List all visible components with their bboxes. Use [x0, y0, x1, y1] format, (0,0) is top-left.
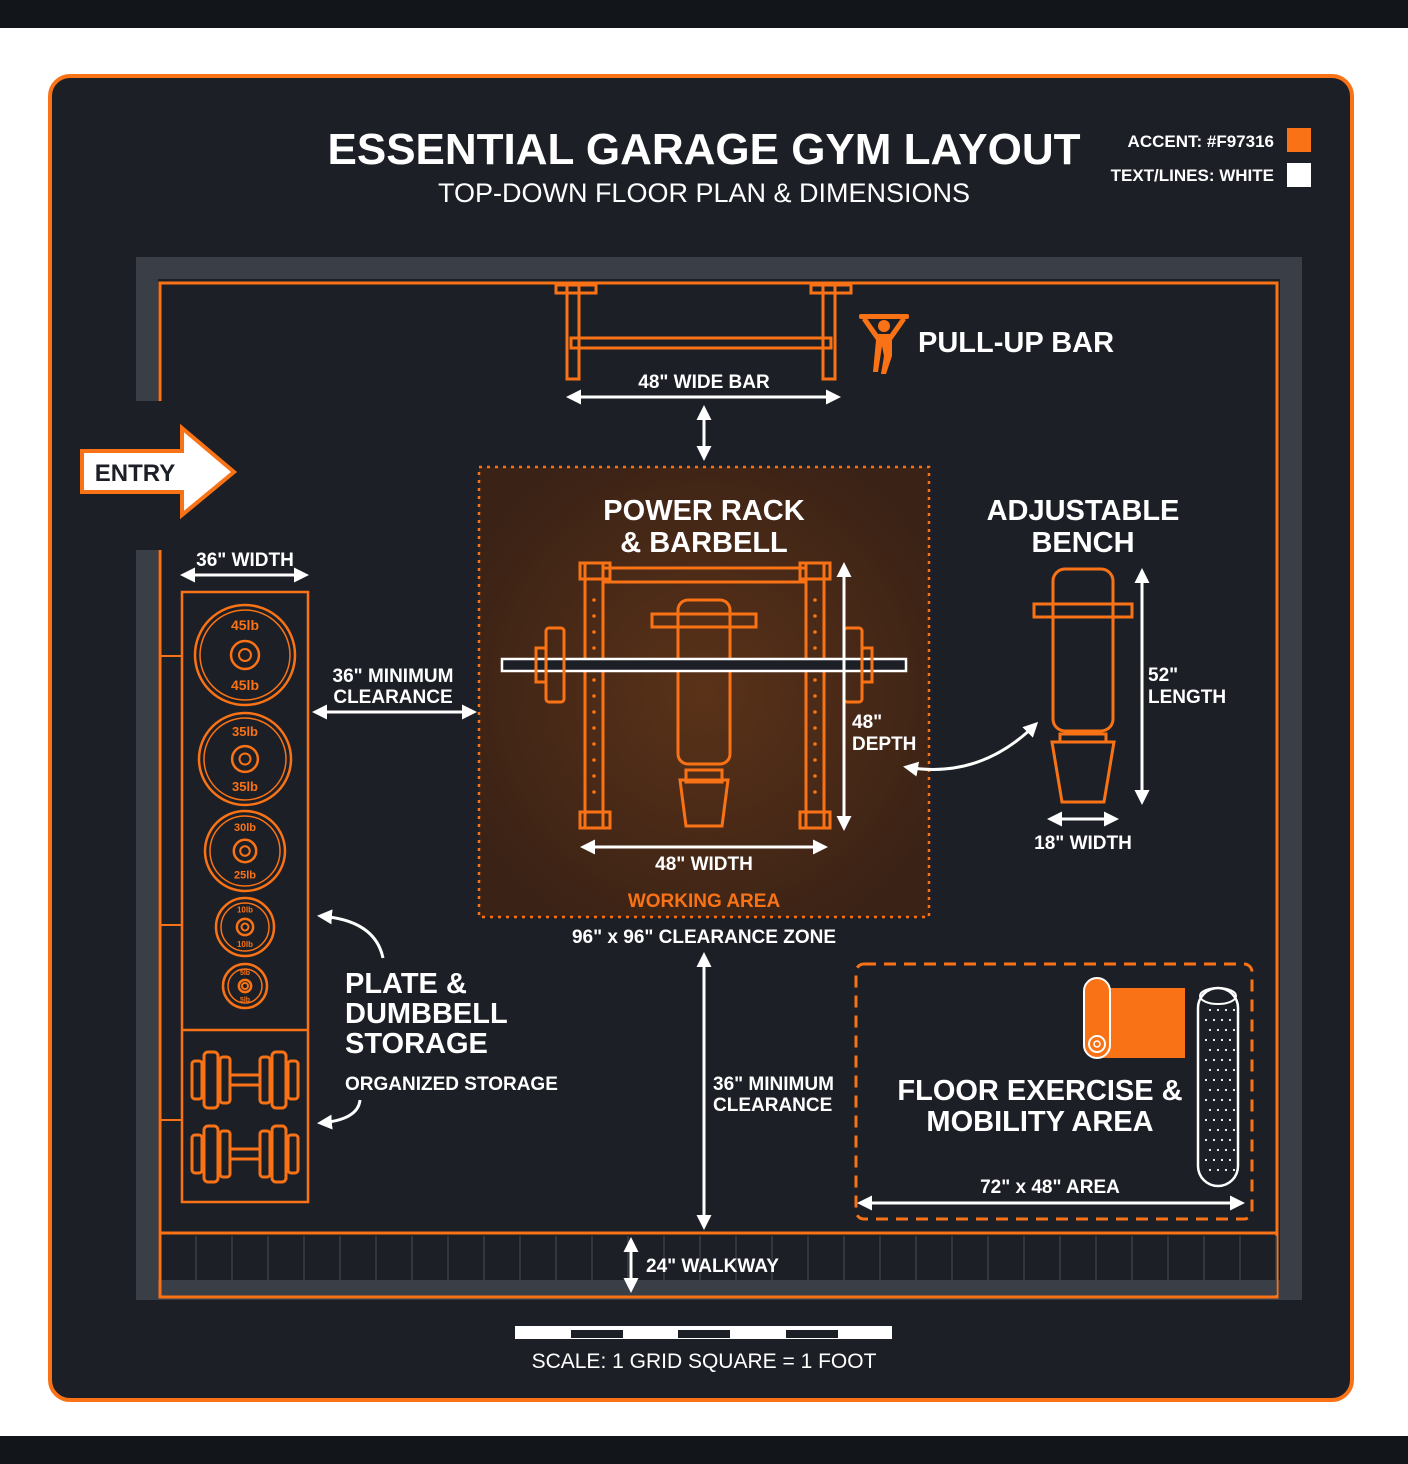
weight-plate: 45lb 45lb	[193, 603, 297, 707]
adjustable-bench	[1032, 567, 1134, 804]
plate-weight-bottom: 25lb	[234, 870, 256, 882]
bench-length-line1: 52"	[1148, 665, 1178, 686]
weight-plate: 5lb 5lb	[221, 962, 269, 1010]
plate-weight-top: 5lb	[240, 970, 250, 977]
legend-accent-label: ACCENT: #F97316	[1128, 132, 1274, 151]
rack-depth-line1: 48"	[852, 712, 882, 733]
page-title: ESSENTIAL GARAGE GYM LAYOUT	[328, 125, 1081, 174]
storage-title-line3: STORAGE	[345, 1028, 488, 1060]
scale-label: SCALE: 1 GRID SQUARE = 1 FOOT	[532, 1350, 877, 1373]
foam-roller-icon	[1196, 986, 1240, 1188]
side-clearance-line2: CLEARANCE	[333, 687, 452, 708]
bottom-frame-bar	[0, 1436, 1408, 1464]
plate-weight-bottom: 5lb	[240, 997, 250, 1004]
rack-title-line1: POWER RACK	[603, 495, 804, 527]
plate-weight-bottom: 45lb	[231, 677, 259, 693]
plate-weight-top: 10lb	[237, 906, 253, 915]
dumbbell-lower	[190, 1124, 300, 1184]
legend-accent-swatch	[1287, 128, 1311, 152]
bench-title-line2: BENCH	[1031, 527, 1134, 559]
weight-plate: 10lb 10lb	[214, 896, 276, 958]
pullup-dim-label: 48" WIDE BAR	[638, 372, 770, 393]
entry-arrow: ENTRY	[80, 423, 238, 520]
plate-weight-top: 45lb	[231, 617, 259, 633]
pull-up-person-icon	[859, 314, 909, 374]
floor-title-line2: MOBILITY AREA	[926, 1106, 1153, 1138]
clearance-zone-label: 96" x 96" CLEARANCE ZONE	[572, 927, 836, 948]
side-clearance-line1: 36" MINIMUM	[333, 666, 454, 687]
pullup-label: PULL-UP BAR	[918, 327, 1114, 359]
page-subtitle: TOP-DOWN FLOOR PLAN & DIMENSIONS	[438, 178, 970, 208]
walkway-strip: 24" WALKWAY	[160, 1231, 1277, 1295]
rack-depth-line2: DEPTH	[852, 734, 916, 755]
power-rack	[578, 561, 832, 830]
legend-text-swatch	[1287, 163, 1311, 187]
storage-title-line1: PLATE &	[345, 968, 467, 1000]
floor-exercise-zone	[854, 962, 1254, 1221]
front-clearance-line1: 36" MINIMUM	[713, 1074, 834, 1095]
barbell	[500, 626, 908, 704]
entry-label: ENTRY	[95, 460, 175, 487]
plate-weight-bottom: 10lb	[237, 940, 253, 949]
legend-text-label: TEXT/LINES: WHITE	[1111, 166, 1274, 185]
plate-weight-top: 30lb	[234, 822, 256, 834]
walkway-label: 24" WALKWAY	[646, 1256, 779, 1277]
rack-width-label: 48" WIDTH	[655, 854, 753, 875]
floor-area-label: 72" x 48" AREA	[980, 1177, 1120, 1198]
storage-plates-pointer	[317, 909, 385, 959]
garage-walls	[136, 257, 1302, 1300]
plate-weight-bottom: 35lb	[232, 779, 258, 794]
plate-weight-top: 35lb	[232, 724, 258, 739]
scale-bar	[515, 1326, 892, 1339]
bench-width-label: 18" WIDTH	[1034, 833, 1132, 854]
storage-rack	[160, 590, 310, 1204]
dumbbell-upper	[190, 1050, 300, 1110]
working-area-label: WORKING AREA	[628, 891, 781, 912]
flat-bench	[650, 598, 758, 828]
storage-note: ORGANIZED STORAGE	[345, 1074, 558, 1095]
weight-plate: 30lb 25lb	[203, 809, 287, 893]
bench-title-line1: ADJUSTABLE	[987, 495, 1180, 527]
front-clearance-line2: CLEARANCE	[713, 1095, 832, 1116]
storage-width-label: 36" WIDTH	[196, 550, 294, 571]
bench-to-rack-arrow	[903, 721, 1039, 777]
floor-title-line1: FLOOR EXERCISE &	[897, 1075, 1182, 1107]
top-frame-bar	[0, 0, 1408, 28]
pull-up-bar	[554, 283, 853, 381]
yoga-mat-icon	[1083, 977, 1185, 1059]
storage-dumbbell-pointer	[317, 1099, 362, 1130]
bench-length-line2: LENGTH	[1148, 687, 1226, 708]
rack-title-line2: & BARBELL	[620, 527, 788, 559]
weight-plate: 35lb 35lb	[197, 711, 293, 807]
storage-title-line2: DUMBBELL	[345, 998, 508, 1030]
